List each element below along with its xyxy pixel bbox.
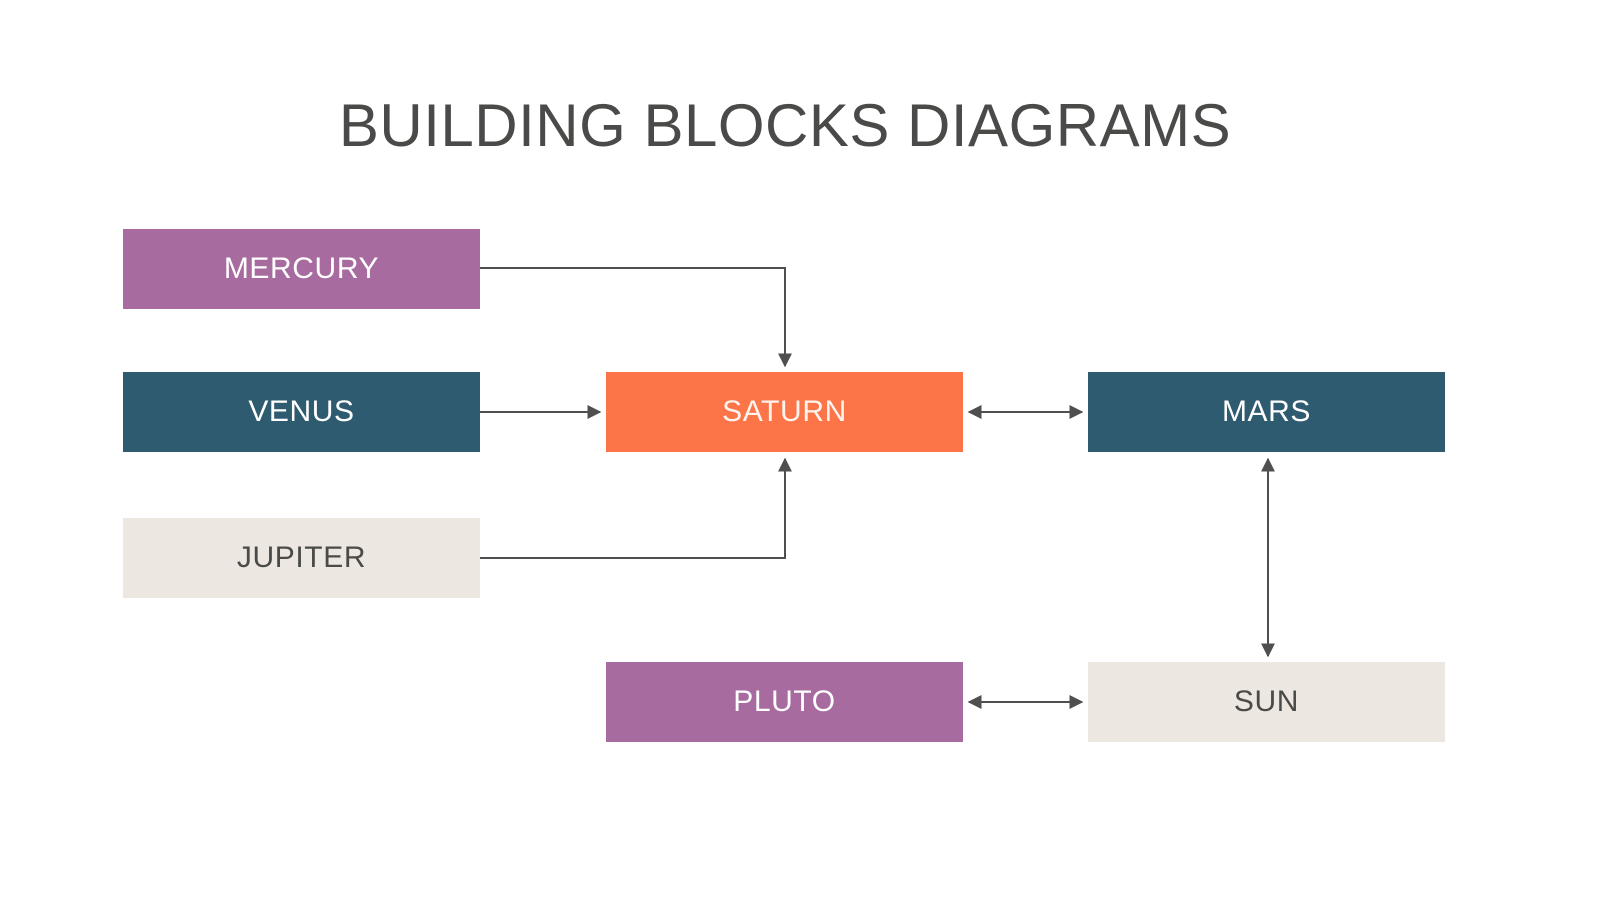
block-label-pluto: PLUTO: [733, 685, 836, 718]
decor-square-bottom-right-orange: [1518, 737, 1600, 820]
decor-square-top-left-orange: [0, 0, 82, 82]
block-pluto[interactable]: PLUTO: [606, 662, 963, 742]
page-title: BUILDING BLOCKS DIAGRAMS: [338, 92, 1232, 159]
block-saturn[interactable]: SATURN: [606, 372, 963, 452]
block-mars[interactable]: MARS: [1088, 372, 1445, 452]
block-label-jupiter: JUPITER: [236, 541, 367, 574]
block-mercury[interactable]: MERCURY: [123, 229, 480, 309]
block-venus[interactable]: VENUS: [123, 372, 480, 452]
block-sun[interactable]: SUN: [1088, 662, 1445, 742]
block-label-sun: SUN: [1233, 685, 1300, 718]
decor-square-bottom-right-teal: [1408, 820, 1518, 900]
connector-mercury-saturn: [480, 267, 792, 368]
block-jupiter[interactable]: JUPITER: [123, 518, 480, 598]
block-label-saturn: SATURN: [722, 395, 847, 428]
decor-square-bottom-right-purple: [1518, 820, 1600, 900]
block-label-mercury: MERCURY: [223, 252, 380, 285]
block-label-mars: MARS: [1221, 395, 1312, 428]
connector-jupiter-saturn: [480, 457, 792, 559]
block-label-venus: VENUS: [248, 395, 355, 428]
decor-square-top-left-beige: [82, 0, 161, 79]
